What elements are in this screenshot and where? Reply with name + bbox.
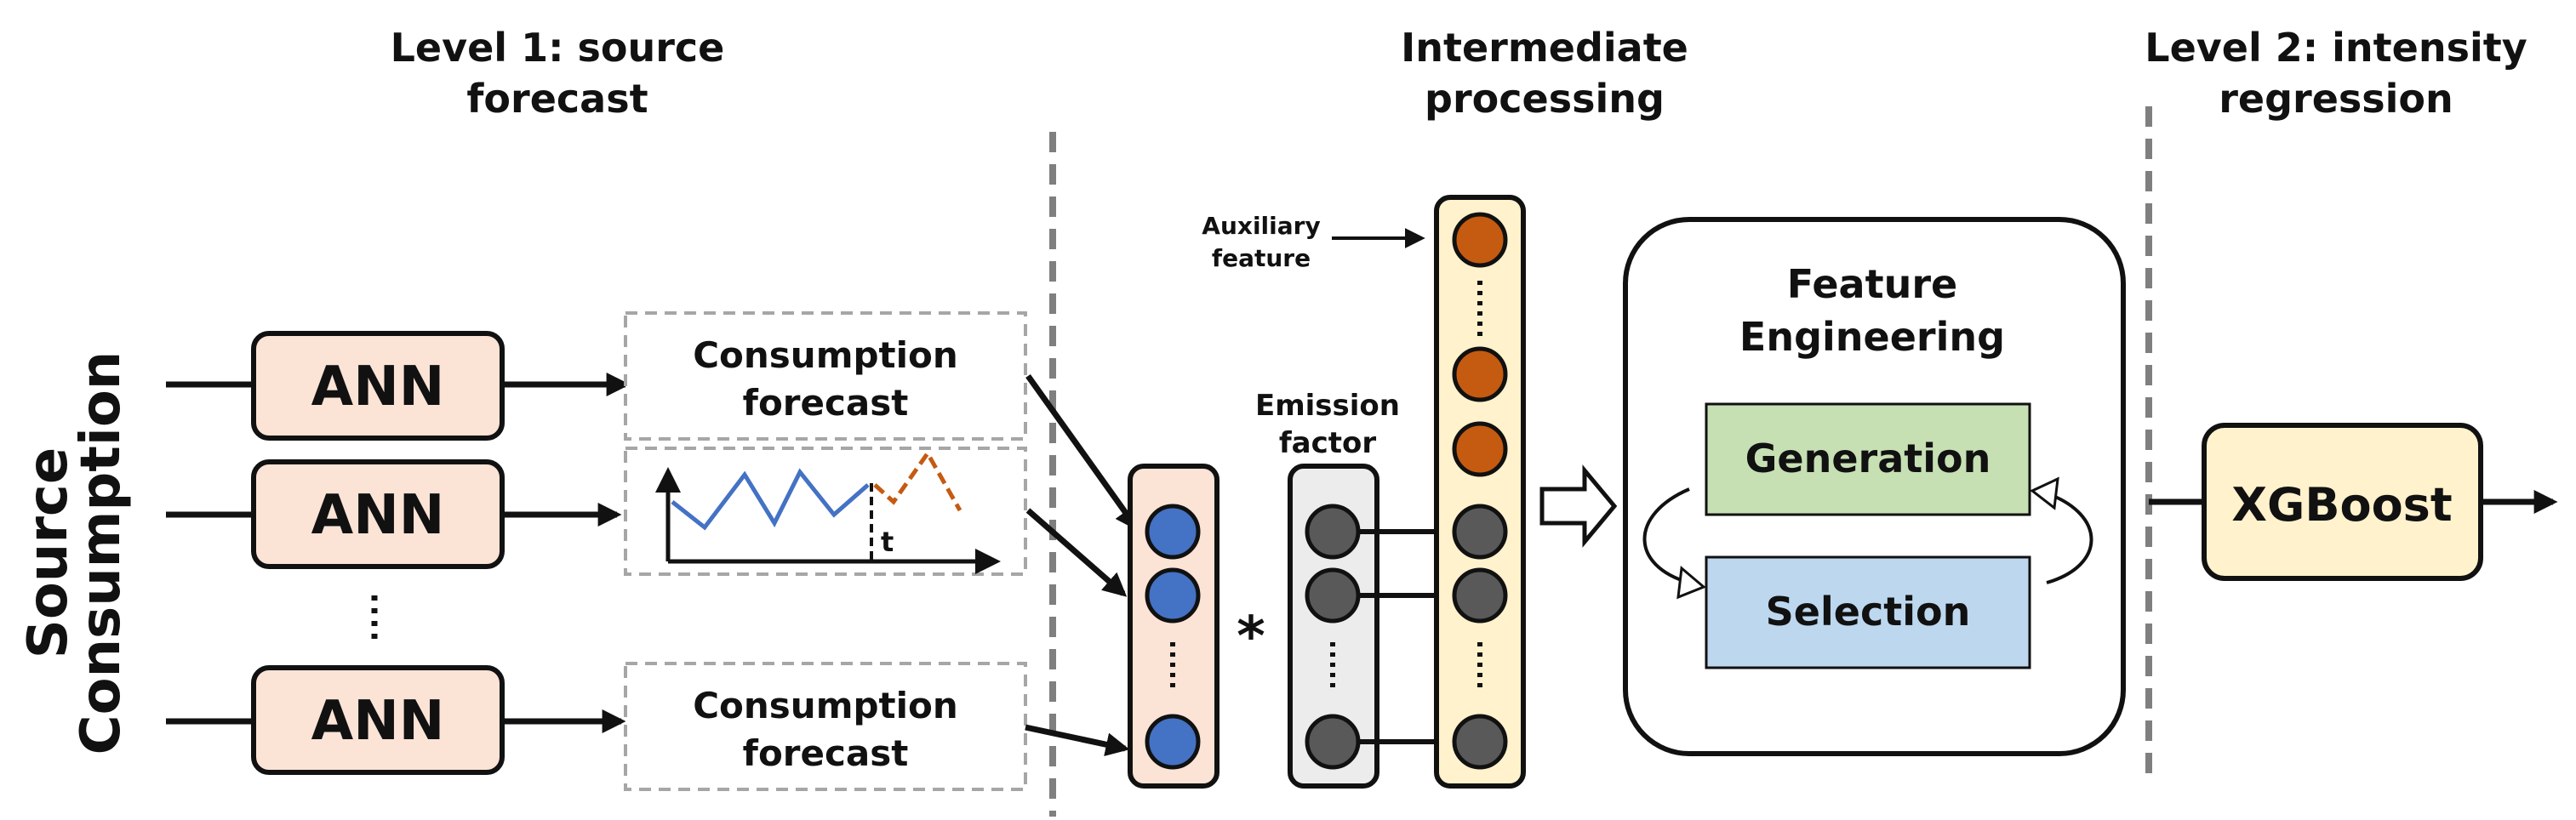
hollow-arrow-icon [1539, 464, 1618, 548]
side-label-consumption: Consumption [70, 351, 133, 755]
forecast-to-vector-arrow-1 [1025, 373, 1139, 532]
aux-node-3 [1452, 421, 1508, 477]
feature-engineering-panel: Feature Engineering Generation Selection [1623, 217, 2126, 756]
forecast-box-3: Consumption forecast [624, 662, 1027, 791]
chart-history-line [671, 468, 870, 531]
ann-box-3: ANN [251, 665, 505, 775]
combined-node-3 [1452, 714, 1508, 770]
aux-node-2 [1452, 346, 1508, 402]
selection-box [1705, 555, 2031, 669]
xgboost-box: XGBoost [2202, 423, 2483, 581]
emission-node-3 [1305, 714, 1361, 770]
blue-node-1 [1145, 504, 1201, 560]
ann-box-2: ANN [251, 459, 505, 569]
auxiliary-label-line2: feature [1212, 244, 1311, 272]
blue-node-2 [1145, 567, 1201, 624]
forecast-box-1: Consumption forecast [624, 311, 1027, 441]
ann-label-3: ANN [311, 690, 445, 753]
cycle-arrow-left [1642, 487, 1690, 584]
forecast-box-1-line1: Consumption [693, 334, 958, 376]
combined-node-1 [1452, 504, 1508, 560]
selection-label: Selection [1766, 589, 1971, 635]
header-level2-line1: Level 2: intensity [2145, 25, 2527, 71]
emission-label-line2: factor [1279, 426, 1377, 460]
feature-engineering-title-line1: Feature [1787, 261, 1957, 307]
forecast-box-1-line2: forecast [743, 382, 909, 424]
chart-time-marker-label: t [881, 526, 894, 558]
ann-label-2: ANN [311, 484, 445, 547]
chart-forecast-line [873, 449, 962, 512]
header-intermediate-line1: Intermediate [1401, 25, 1688, 71]
cycle-arrow-right-head [2030, 476, 2059, 510]
emission-vector [1288, 464, 1379, 789]
forecast-to-vector-arrow-3 [1025, 724, 1130, 757]
emission-node-2 [1305, 567, 1361, 624]
header-level1-line1: Level 1: source [391, 25, 725, 71]
generation-box [1705, 402, 2031, 516]
combined-vector [1434, 195, 1526, 789]
multiply-symbol: * [1237, 606, 1265, 669]
header-level1-line2: forecast [466, 76, 648, 122]
xgboost-label: XGBoost [2231, 478, 2452, 532]
side-label-source: Source [17, 447, 80, 659]
forecast-box-3-line1: Consumption [693, 685, 958, 726]
forecast-to-vector-arrow-2 [1025, 508, 1128, 597]
forecast-chart-box: t [624, 447, 1027, 576]
header-intermediate-line2: processing [1425, 76, 1665, 122]
auxiliary-label-line1: Auxiliary [1202, 212, 1320, 240]
ann-box-1: ANN [251, 331, 505, 441]
ann-label-1: ANN [311, 356, 445, 419]
emission-node-1 [1305, 504, 1361, 560]
cycle-arrow-left-head [1676, 566, 1706, 600]
generation-label: Generation [1745, 436, 1991, 481]
combined-node-2 [1452, 567, 1508, 624]
forecast-box-3-line2: forecast [743, 732, 909, 774]
aux-node-1 [1452, 212, 1508, 268]
feature-engineering-title-line2: Engineering [1739, 314, 2005, 360]
forecast-vector [1128, 464, 1219, 789]
cycle-arrow-right [2046, 492, 2093, 584]
emission-label-line1: Emission [1255, 389, 1400, 423]
blue-node-3 [1145, 714, 1201, 770]
header-level2-line2: regression [2219, 76, 2453, 122]
